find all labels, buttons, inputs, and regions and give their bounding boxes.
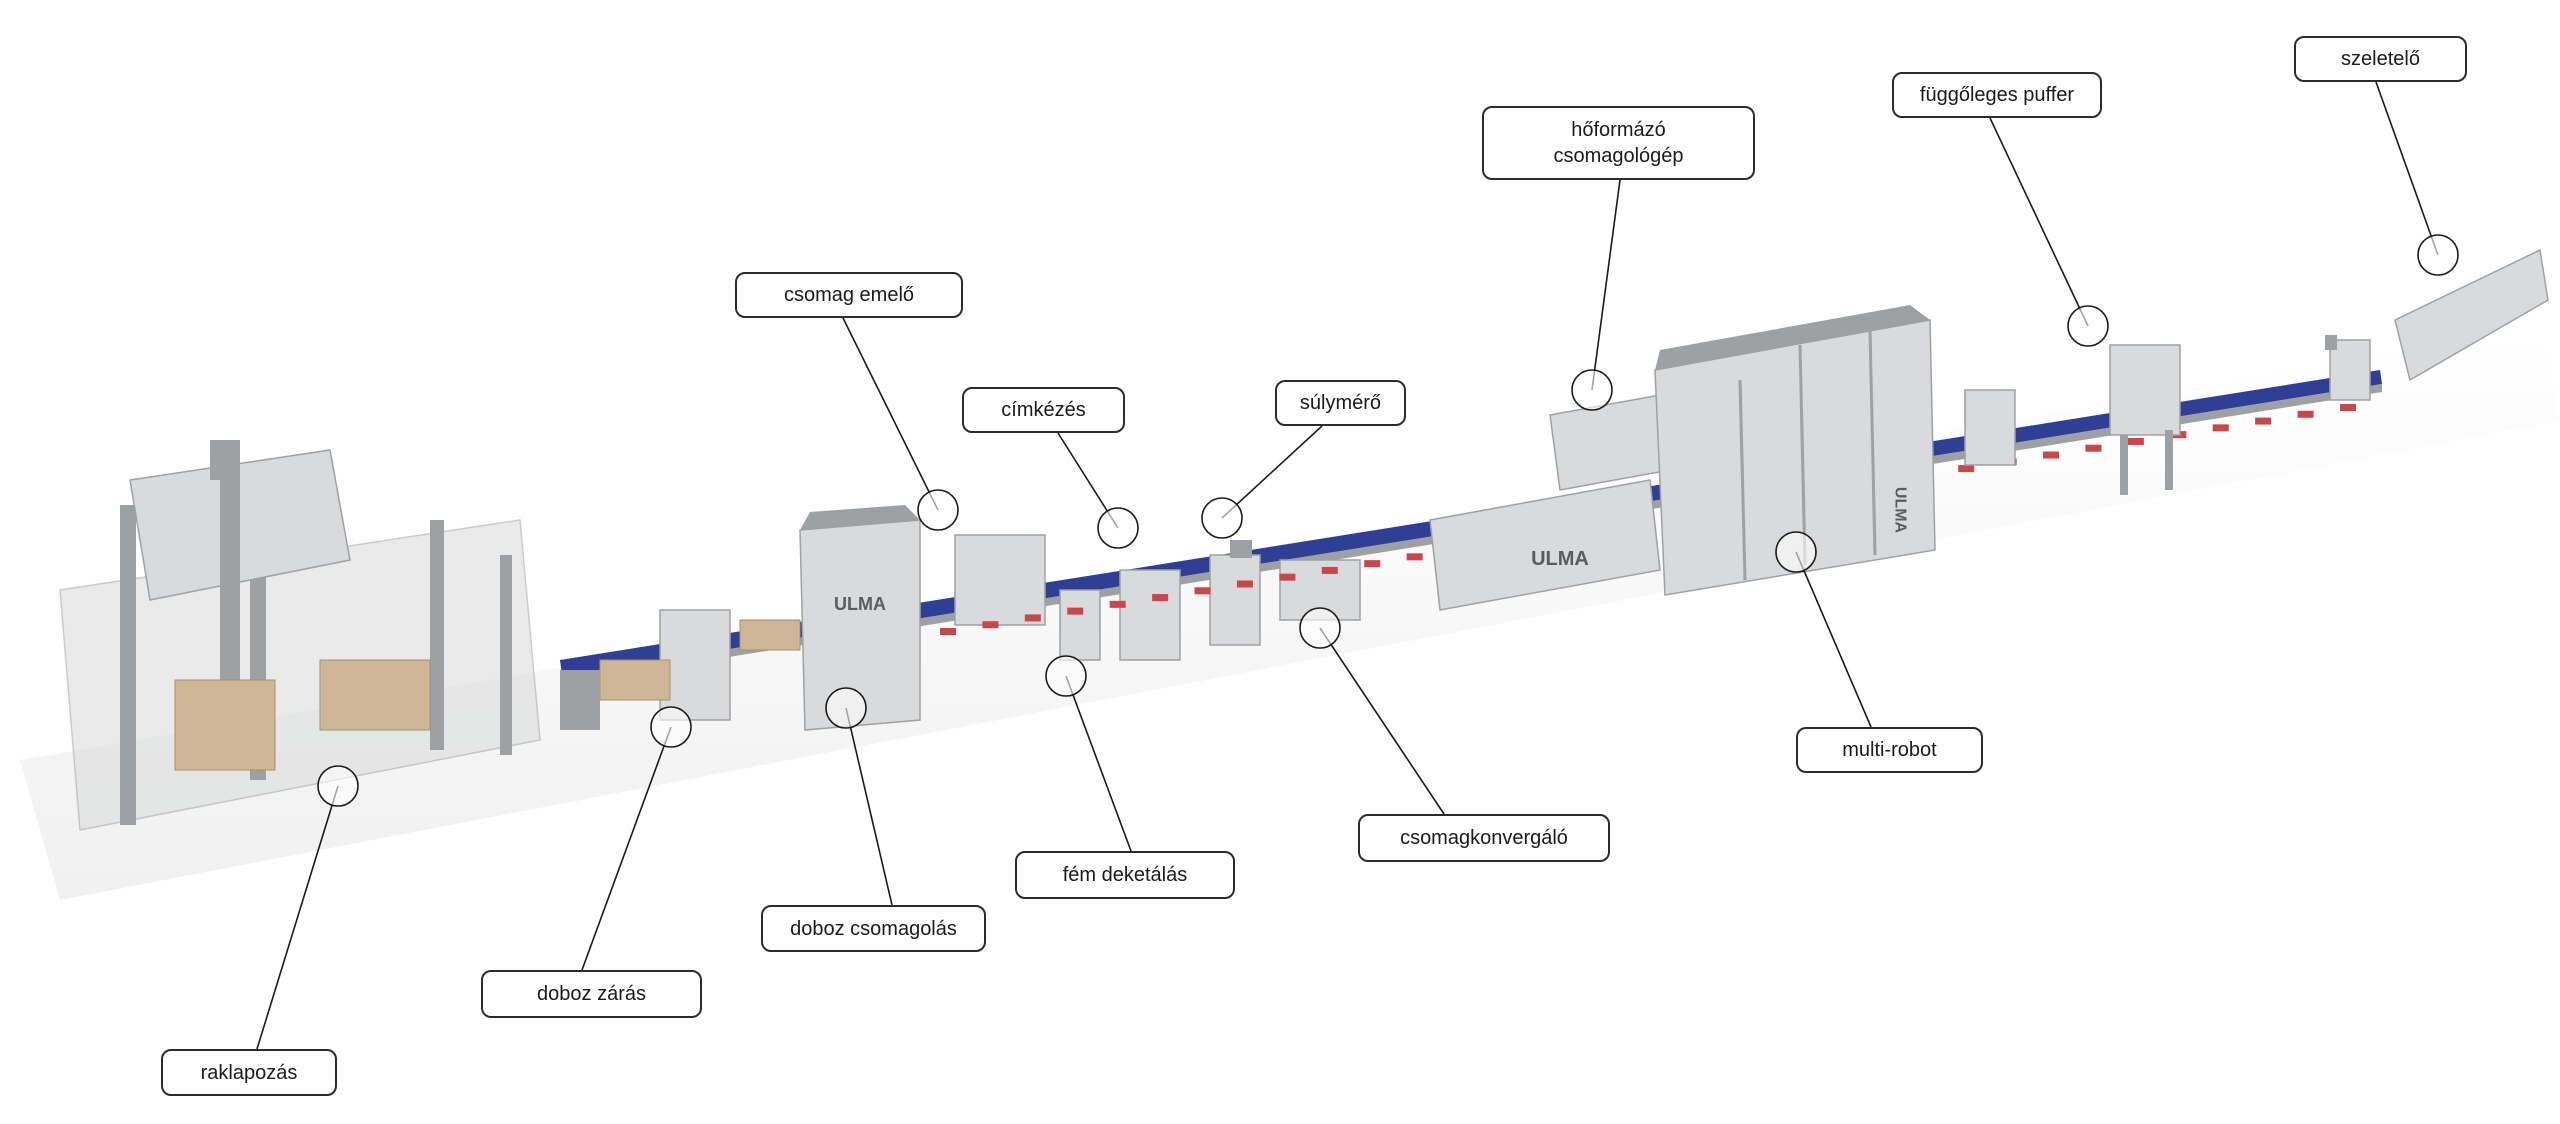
product-pack bbox=[1152, 594, 1169, 602]
product-pack bbox=[940, 628, 956, 635]
anchor-circle-slicer bbox=[2417, 234, 2459, 276]
product-pack bbox=[1024, 614, 1041, 622]
leader-line-pack-lifter bbox=[842, 317, 939, 511]
product-pack bbox=[1406, 553, 1423, 561]
thermoformer-machine: ULMA bbox=[1429, 394, 1671, 611]
leader-line-slicer bbox=[2375, 81, 2439, 256]
leader-line-multi-robot bbox=[1795, 551, 1872, 728]
multi-robot-cell: ULMA bbox=[1654, 305, 2016, 596]
leader-line-weigher bbox=[1221, 425, 1323, 519]
label-metal-detection: fém deketálás bbox=[1015, 851, 1235, 899]
label-pack-lifter: csomag emelő bbox=[735, 272, 963, 318]
product-pack bbox=[1364, 560, 1381, 568]
product-pack bbox=[1109, 600, 1126, 608]
anchor-circle-thermoformer bbox=[1571, 369, 1613, 411]
anchor-circle-palletizing bbox=[317, 765, 359, 807]
leader-line-case-packing bbox=[845, 707, 893, 906]
label-case-packing: doboz csomagolás bbox=[761, 905, 986, 952]
label-case-closing: doboz zárás bbox=[481, 970, 702, 1018]
anchor-circle-metal-detection bbox=[1045, 655, 1087, 697]
leader-line-palletizing bbox=[256, 785, 339, 1050]
product-pack bbox=[2297, 410, 2314, 418]
anchor-circle-labeling bbox=[1097, 507, 1139, 549]
label-weigher: súlymérő bbox=[1275, 380, 1406, 426]
product-pack bbox=[2212, 424, 2229, 432]
case-packer: ULMA bbox=[799, 505, 1046, 731]
anchor-circle-pack-converger bbox=[1299, 607, 1341, 649]
anchor-circle-weigher bbox=[1201, 497, 1243, 539]
product-pack bbox=[2255, 417, 2272, 425]
inspection-section bbox=[1059, 540, 1361, 661]
leader-line-thermoformer bbox=[1591, 179, 1621, 391]
anchor-circle-case-closing bbox=[650, 706, 692, 748]
product-pack bbox=[982, 621, 999, 629]
leader-line-metal-detection bbox=[1065, 675, 1132, 852]
product-pack bbox=[1236, 580, 1253, 588]
product-pack bbox=[2127, 437, 2144, 445]
product-pack bbox=[1194, 587, 1211, 595]
palletizer-cell bbox=[59, 440, 541, 831]
product-pack bbox=[2085, 444, 2102, 452]
anchor-circle-multi-robot bbox=[1775, 531, 1817, 573]
brand-logo-case-packer: ULMA bbox=[834, 594, 886, 614]
brand-logo-multi-robot: ULMA bbox=[1892, 487, 1909, 534]
product-pack bbox=[1279, 573, 1296, 581]
leader-line-pack-converger bbox=[1319, 627, 1445, 815]
product-pack bbox=[1321, 566, 1338, 574]
label-slicer: szeletelő bbox=[2294, 36, 2467, 82]
anchor-circle-case-packing bbox=[825, 687, 867, 729]
label-palletizing: raklapozás bbox=[161, 1049, 337, 1096]
anchor-circle-vertical-buffer bbox=[2067, 305, 2109, 347]
anchor-circle-pack-lifter bbox=[917, 489, 959, 531]
leader-line-vertical-buffer bbox=[1989, 117, 2089, 327]
product-pack bbox=[1067, 607, 1084, 615]
label-vertical-buffer: függőleges puffer bbox=[1892, 72, 2102, 118]
label-pack-converger: csomagkonvergáló bbox=[1358, 814, 1610, 862]
leader-lines bbox=[256, 81, 2459, 1050]
slicer-machine bbox=[2325, 248, 2549, 401]
label-labeling: címkézés bbox=[962, 387, 1125, 433]
product-pack bbox=[2340, 404, 2356, 411]
brand-logo-thermoformer: ULMA bbox=[1531, 548, 1589, 570]
label-multi-robot: multi-robot bbox=[1796, 727, 1983, 773]
leader-line-case-closing bbox=[581, 726, 672, 971]
product-pack bbox=[2043, 451, 2060, 459]
case-closing-machine bbox=[560, 609, 801, 730]
product-pack bbox=[1958, 465, 1975, 473]
vertical-buffer-machine bbox=[2109, 344, 2181, 495]
label-thermoformer: hőformázó csomagológép bbox=[1482, 106, 1755, 180]
